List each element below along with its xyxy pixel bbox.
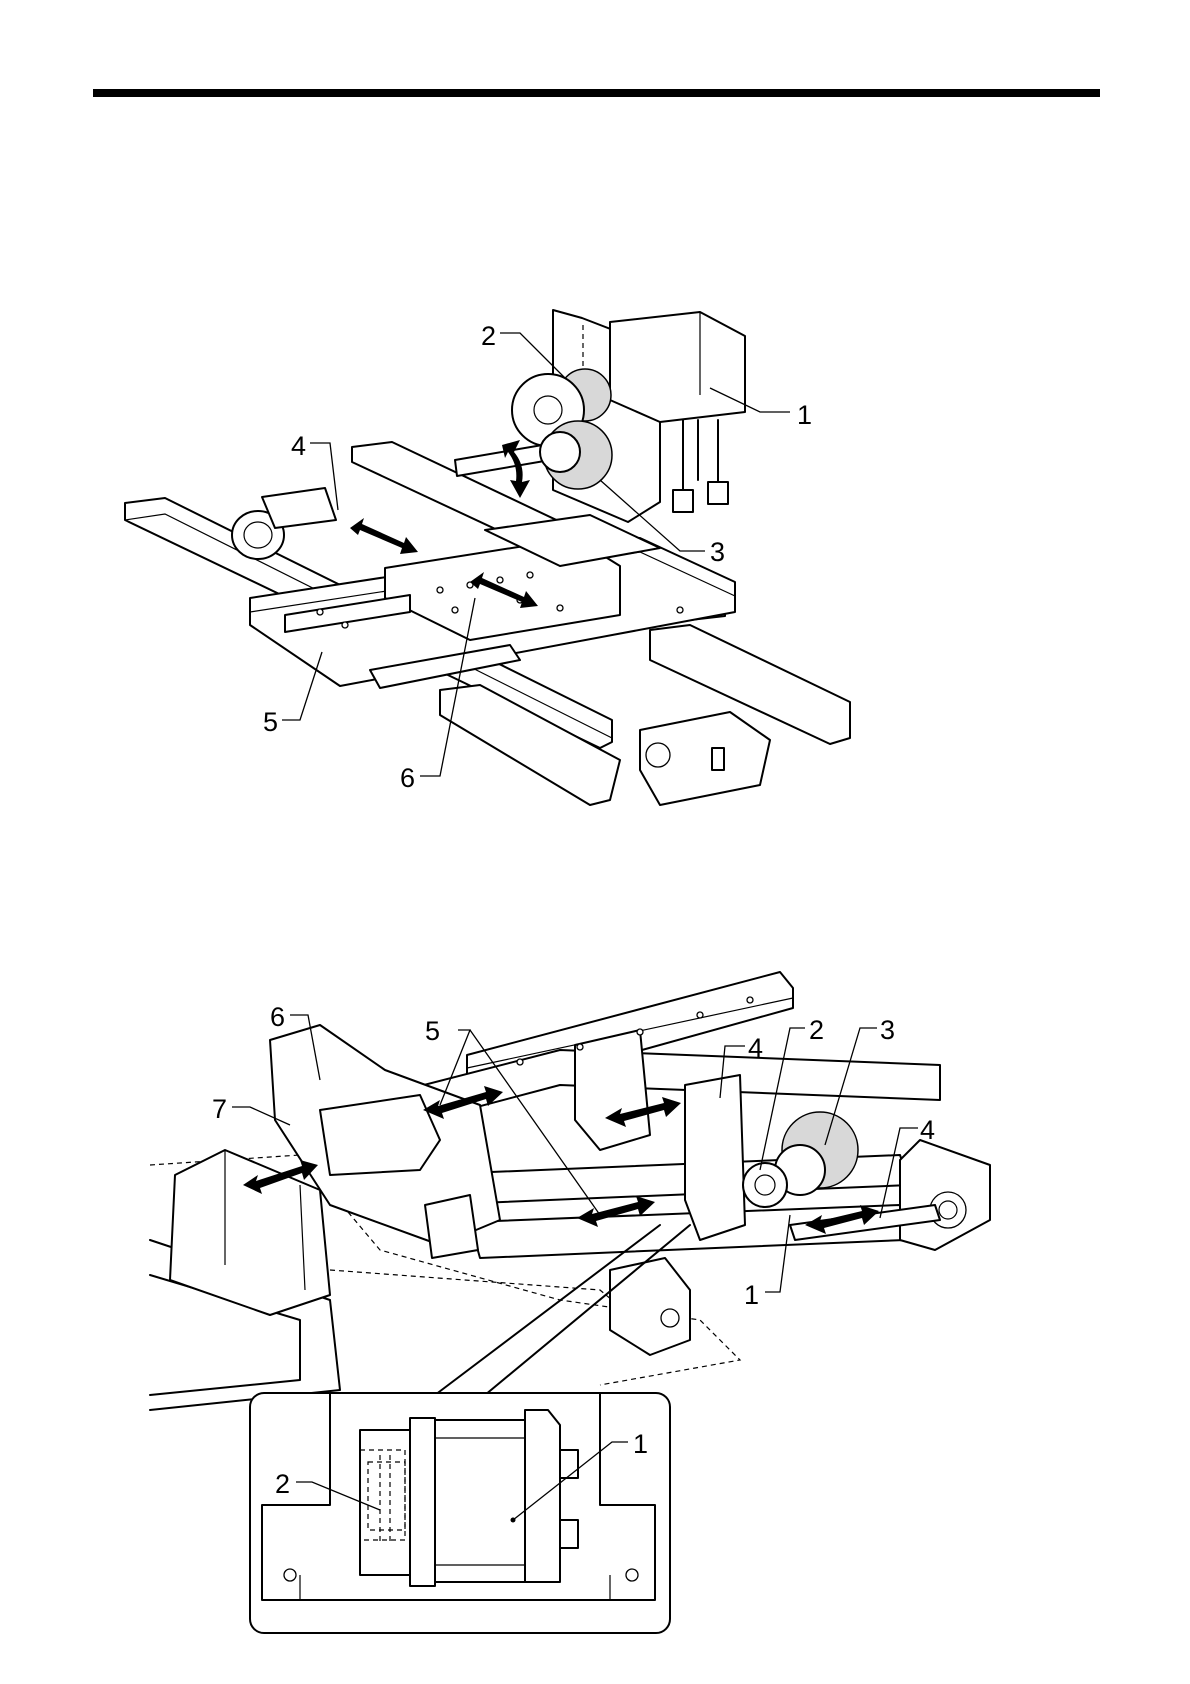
callout-5: 5 (425, 1016, 440, 1046)
callout-7: 7 (212, 1094, 227, 1124)
callout-2: 2 (481, 321, 496, 351)
inset-callout-2: 2 (275, 1469, 290, 1499)
callout-3: 3 (880, 1015, 895, 1045)
callout-4: 4 (291, 431, 306, 461)
callout-2: 2 (809, 1015, 824, 1045)
callout-4b: 4 (920, 1115, 935, 1145)
callout-6: 6 (270, 1002, 285, 1032)
callout-5: 5 (263, 707, 278, 737)
bottom-mechanism-drawing (150, 972, 990, 1410)
callout-1: 1 (744, 1280, 759, 1310)
callout-4: 4 (748, 1033, 763, 1063)
inset-callout-1: 1 (633, 1429, 648, 1459)
top-mechanism-drawing (125, 310, 850, 805)
inset-motor-detail (250, 1393, 670, 1633)
callout-3: 3 (710, 537, 725, 567)
callout-6: 6 (400, 763, 415, 793)
callout-1: 1 (797, 400, 812, 430)
